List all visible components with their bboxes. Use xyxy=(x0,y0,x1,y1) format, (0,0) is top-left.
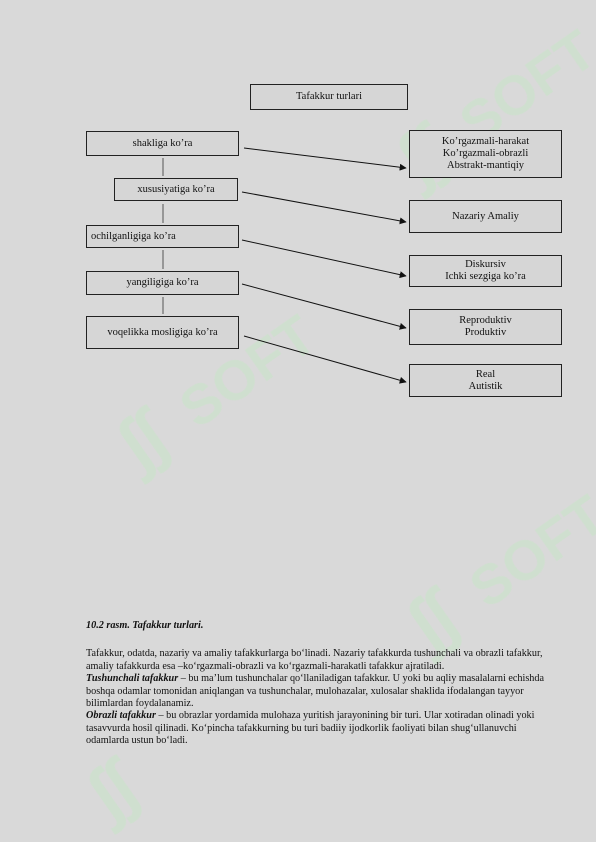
type-box-2: Nazariy Amaliy xyxy=(409,200,562,233)
figure-caption: 10.2 rasm. Tafakkur turlari. xyxy=(86,620,204,631)
body-text: 10.2 rasm. Tafakkur turlari. Tafakkur, o… xyxy=(86,620,560,748)
arrow xyxy=(241,283,407,330)
arrow xyxy=(241,239,407,279)
type-label: Ko’rgazmali-harakat xyxy=(441,136,530,147)
category-box-property: xususiyatiga ko’ra xyxy=(114,178,238,201)
category-label: ochilganligiga ko’ra xyxy=(91,230,176,242)
type-label: Autistik xyxy=(468,380,503,392)
category-box-openness: ochilganligiga ko’ra xyxy=(86,225,239,248)
type-label: Ichki sezgiga ko’ra xyxy=(445,271,526,282)
paragraph-3-text: – bu obrazlar yordamida mulohaza yuritis… xyxy=(86,710,535,747)
category-box-shape: shakliga ko’ra xyxy=(86,131,239,156)
paragraph-3: Obrazli tafakkur – bu obrazlar yordamida… xyxy=(86,710,560,747)
paragraph-2-text: – bu ma’lum tushunchalar qo‘llaniladigan… xyxy=(86,673,545,710)
diagram-root-box: Tafakkur turlari xyxy=(250,84,408,110)
diagram-root-label: Tafakkur turlari xyxy=(295,91,363,102)
arrow xyxy=(241,191,407,225)
type-label: Real xyxy=(475,368,496,380)
paragraph-1: Tafakkur, odatda, nazariy va amaliy tafa… xyxy=(86,648,543,672)
type-label: Diskursiv xyxy=(465,259,506,270)
category-label: xususiyatiga ko’ra xyxy=(137,183,215,195)
arrow xyxy=(243,335,407,384)
paragraph-2: Tushunchali tafakkur – bu ma’lum tushunc… xyxy=(86,673,560,710)
category-label: shakliga ko’ra xyxy=(132,137,193,149)
type-label: Abstrakt-mantiqiy xyxy=(447,160,524,171)
type-box-1: Ko’rgazmali-harakat Ko’rgazmali-obrazli … xyxy=(409,130,562,178)
type-label: Nazariy Amaliy xyxy=(452,210,519,222)
term-conceptual: Tushunchali tafakkur xyxy=(86,673,179,685)
type-label: Ko’rgazmali-obrazli xyxy=(442,148,529,159)
type-box-3: Diskursiv Ichki sezgiga ko’ra xyxy=(409,255,562,287)
type-label: Produktiv xyxy=(464,327,507,338)
type-label: Reproduktiv xyxy=(459,315,512,326)
category-box-reality: voqelikka mosligiga ko’ra xyxy=(86,316,239,349)
type-box-5: Real Autistik xyxy=(409,364,562,397)
category-label: yangiligiga ko’ra xyxy=(126,277,199,288)
arrow xyxy=(243,147,407,171)
category-label: voqelikka mosligiga ko’ra xyxy=(107,326,218,338)
category-box-novelty: yangiligiga ko’ra xyxy=(86,271,239,295)
type-box-4: Reproduktiv Produktiv xyxy=(409,309,562,345)
term-figurative: Obrazli tafakkur xyxy=(86,710,156,722)
